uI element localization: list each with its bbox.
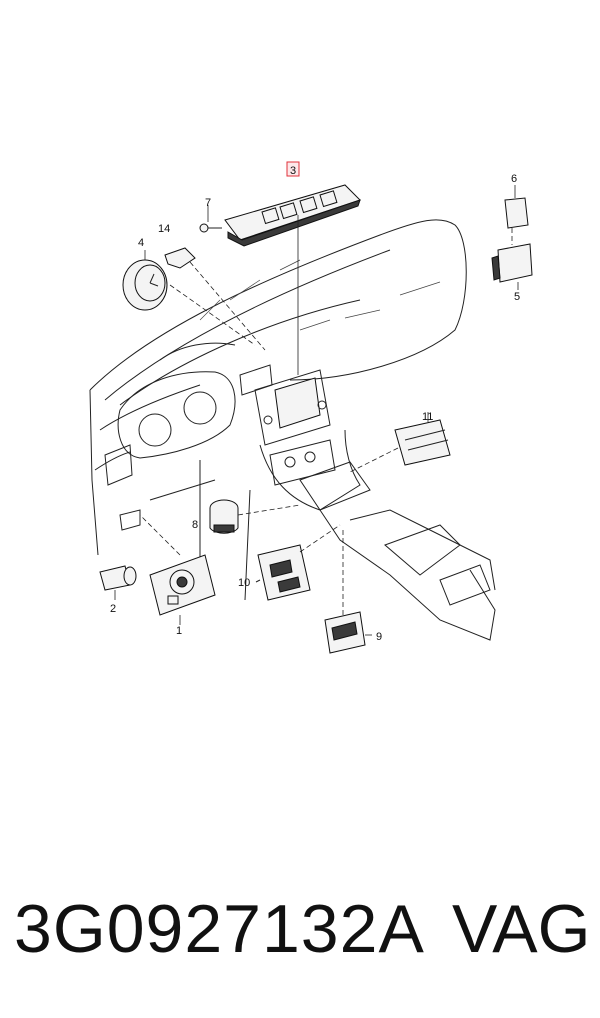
brand-label: VAG [452,891,591,967]
callout-4: 4 [138,237,144,249]
part-11-switch-block [349,412,451,473]
part-8-socket [209,499,301,534]
callout-1: 1 [176,625,182,637]
part-4-clock [122,250,256,346]
callout-6: 6 [511,173,517,185]
callout-11: 11 [422,411,433,423]
part-5-module [491,243,533,290]
callout-10: 10 [238,577,250,589]
part-6-cover [504,185,529,245]
callout-8: 8 [192,519,198,531]
part-14-clip [164,247,266,351]
exploded-parts-diagram: 3 7 6 14 4 5 11 8 2 1 10 9 [89,161,533,654]
callout-2: 2 [110,603,116,615]
callout-3-highlight-box [286,161,300,177]
callout-14: 14 [158,223,170,235]
part-1-light-switch [139,514,216,625]
callout-7: 7 [205,197,211,209]
part-9-switch [324,530,372,654]
part-10-window-switch [255,524,341,601]
callout-9: 9 [376,631,382,643]
dashboard-outline [89,219,496,641]
part-3-switch-panel[interactable] [224,184,361,375]
part-number-label: 3G0927132A [14,891,425,967]
callout-5: 5 [514,291,520,303]
part-2-sensor [99,565,137,600]
callout-3: 3 [290,165,296,177]
part-7-screw [199,205,222,233]
